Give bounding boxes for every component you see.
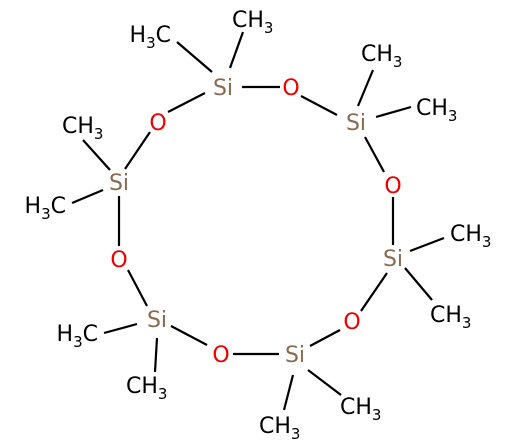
methyl-groups-ch3: CH3 CH3 CH3 CH3 CH3 CH3 CH3 CH3 CH3	[62, 8, 491, 443]
bond-si5-me-a	[103, 322, 138, 335]
atom-o-4: O	[212, 343, 229, 368]
methyl-si1-right: CH3	[232, 8, 273, 37]
bond-si4-me-b	[282, 374, 295, 411]
bond-si5-o5	[127, 269, 148, 307]
methyl-si1-left: H3C	[130, 23, 171, 52]
ring-bonds	[117, 85, 395, 356]
methyl-bonds	[71, 31, 445, 411]
bond-si3-o3	[360, 272, 388, 312]
atom-si-3: Si	[383, 247, 403, 272]
methyl-si3-top: CH3	[450, 222, 491, 251]
oxygen-atoms: O O O O O O	[110, 76, 401, 368]
atom-si-2: Si	[346, 111, 366, 136]
atom-si-4: Si	[285, 343, 305, 368]
bond-si6-me-a	[82, 139, 111, 171]
methyl-si4-right: CH3	[340, 395, 381, 424]
atom-o-3: O	[343, 310, 360, 335]
bond-si4-me-a	[307, 369, 342, 396]
bond-si6-o6	[124, 131, 151, 170]
atom-o-5: O	[110, 248, 127, 273]
methyl-si3-bottom: CH3	[430, 303, 471, 332]
methyl-si4-bottom: CH3	[259, 414, 300, 443]
atom-si-5: Si	[147, 308, 167, 333]
methyl-si5-left: H3C	[57, 322, 98, 351]
bond-o1-si2	[300, 95, 338, 116]
bond-o6-si1	[167, 92, 206, 113]
atom-si-1: Si	[213, 76, 233, 101]
methyl-si2-top: CH3	[361, 42, 402, 71]
silicon-atoms: Si Si Si Si Si Si	[109, 76, 403, 368]
bond-si3-me-b	[404, 267, 433, 301]
bond-si1-me-a	[176, 41, 213, 73]
atom-o-2: O	[384, 174, 401, 199]
bond-o4-si5	[170, 325, 208, 346]
methyl-groups-h3c: H3C H3C H3C	[25, 23, 171, 351]
methyl-si2-right: CH3	[416, 96, 457, 125]
bond-si3-me-a	[409, 236, 445, 253]
methyl-si6-left: H3C	[25, 194, 66, 223]
bond-si1-me-b	[228, 31, 245, 69]
bond-si6-me-b	[71, 188, 104, 205]
bond-o3-si4	[309, 329, 341, 347]
bond-si5-me-b	[153, 337, 159, 373]
bond-si2-o2	[364, 136, 385, 173]
atom-o-6: O	[149, 111, 166, 136]
methyl-si6-top: CH3	[62, 114, 103, 143]
atom-si-6: Si	[109, 171, 129, 196]
bond-si2-me-a	[356, 69, 375, 107]
methyl-si5-bottom: CH3	[126, 374, 167, 403]
bond-si2-me-b	[375, 105, 412, 119]
atom-o-1: O	[282, 76, 299, 101]
